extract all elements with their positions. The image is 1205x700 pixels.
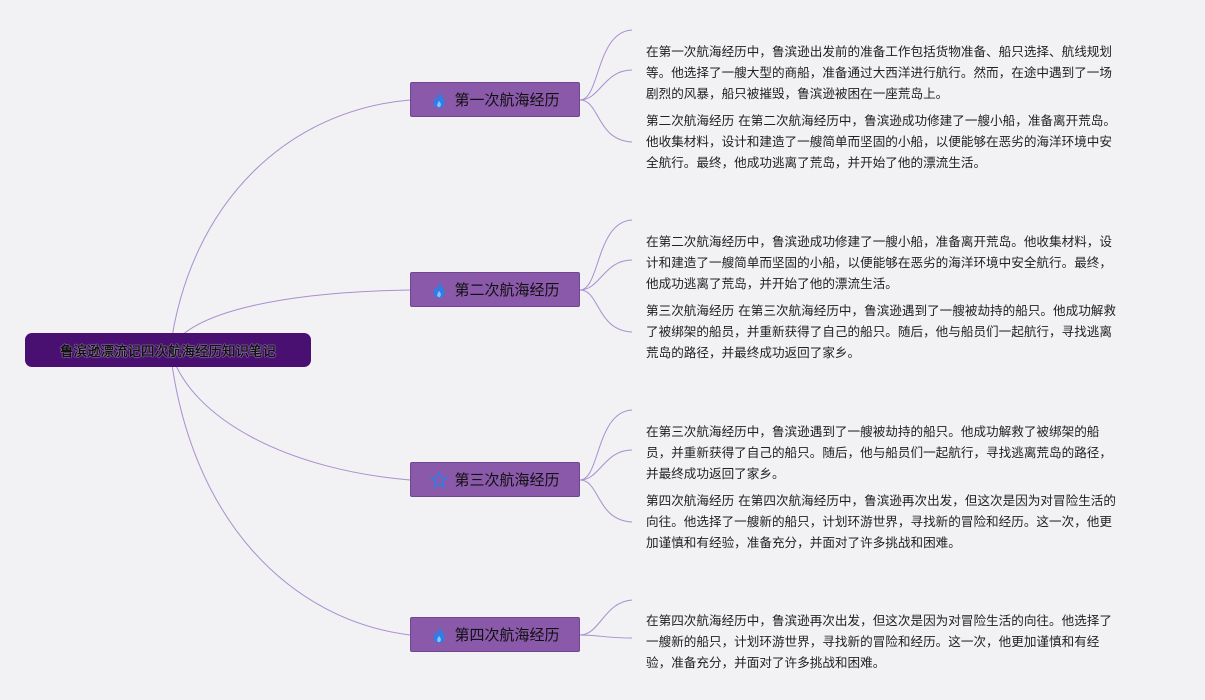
connector-branch-2-fan-top: [579, 219, 633, 291]
branch-label: 第三次航海经历: [454, 471, 560, 489]
star-icon: [431, 471, 448, 488]
connector-branch-1-fan-top: [579, 29, 633, 101]
branch-4-note-1: 在第四次航海经历中，鲁滨逊再次出发，但这次是因为对冒险生活的向往。他选择了一艘新…: [646, 613, 1112, 670]
branch-3-note-2: 第四次航海经历 在第四次航海经历中，鲁滨逊再次出发，但这次是因为对冒险生活的向往…: [646, 493, 1116, 550]
branch-node-1[interactable]: 第一次航海经历: [410, 82, 580, 117]
flame-icon: [434, 626, 446, 643]
branch-label: 第一次航海经历: [454, 91, 560, 109]
connector-branch-3-fan-top: [579, 409, 633, 481]
root-title: 鲁滨逊漂流记四次航海经历知识笔记: [60, 344, 276, 360]
branch-3-note-1: 在第三次航海经历中，鲁滨逊遇到了一艘被劫持的船只。他成功解救了被绑架的船员，并重…: [646, 424, 1112, 481]
connector-branch-2-fan-mid: [579, 259, 633, 291]
branch-label: 第四次航海经历: [454, 626, 560, 644]
connector-root-branch-1: [169, 99, 411, 351]
connector-branch-1-fan-mid: [579, 69, 633, 101]
flame-icon: [434, 281, 446, 298]
connector-branch-4-fan-bot: [579, 634, 633, 639]
flame-icon: [434, 91, 446, 108]
connector-branch-4-fan-top: [579, 599, 633, 636]
connector-branch-3-fan-mid: [579, 449, 633, 481]
connector-branch-1-fan-bot: [579, 99, 633, 143]
connector-branch-2-fan-bot: [579, 289, 633, 333]
branch-node-2[interactable]: 第二次航海经历: [410, 272, 580, 307]
root-node[interactable]: 鲁滨逊漂流记四次航海经历知识笔记: [25, 333, 311, 367]
branch-label: 第二次航海经历: [454, 281, 560, 299]
branch-2-note-2: 第三次航海经历 在第三次航海经历中，鲁滨逊遇到了一艘被劫持的船只。他成功解救了被…: [646, 303, 1116, 360]
branch-1-note-2: 第二次航海经历 在第二次航海经历中，鲁滨逊成功修建了一艘小船，准备离开荒岛。他收…: [646, 113, 1116, 170]
connector-root-branch-3: [169, 349, 411, 481]
branch-1-note-1: 在第一次航海经历中，鲁滨逊出发前的准备工作包括货物准备、船只选择、航线规划等。他…: [646, 44, 1112, 101]
connector-root-branch-4: [169, 349, 411, 636]
branch-node-4[interactable]: 第四次航海经历: [410, 617, 580, 652]
connector-branch-3-fan-bot: [579, 479, 633, 523]
branch-node-3[interactable]: 第三次航海经历: [410, 462, 580, 497]
branch-2-note-1: 在第二次航海经历中，鲁滨逊成功修建了一艘小船，准备离开荒岛。他收集材料，设计和建…: [646, 234, 1112, 291]
